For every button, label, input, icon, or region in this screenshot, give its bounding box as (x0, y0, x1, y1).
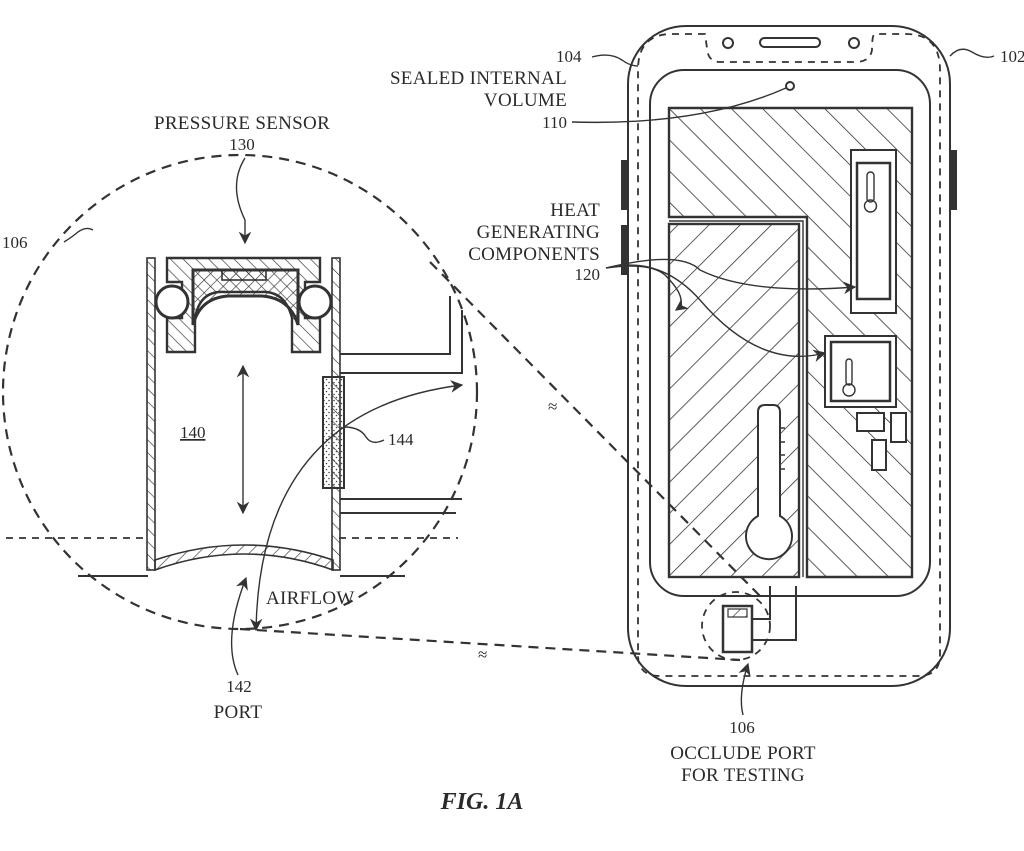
ref-110: 110 (542, 113, 567, 132)
small-chip (890, 412, 907, 443)
speaker-grille (759, 37, 821, 48)
occlude-label: FOR TESTING (681, 765, 805, 786)
break-mark: ≈ (478, 645, 487, 664)
leader-120-a (605, 258, 857, 295)
detail-connector-upper (429, 261, 761, 597)
chamber-wall-left (146, 257, 156, 571)
leader-120-c (605, 264, 827, 362)
leader-130 (235, 157, 252, 245)
leader-120-b (605, 265, 689, 311)
detail-magnifier-circle (1, 153, 479, 631)
side-button-right (950, 150, 957, 210)
leader-106-detail (63, 227, 94, 243)
front-camera-icon (722, 37, 734, 49)
sealed-volume-point (785, 81, 795, 91)
leader-102 (949, 48, 995, 59)
pressure-sensor-label: PRESSURE SENSOR (154, 113, 330, 134)
side-channel (340, 296, 451, 355)
side-button-lower (621, 225, 628, 275)
leader-110 (571, 87, 787, 124)
phone-display (649, 69, 931, 597)
leader-106-bottom (738, 662, 751, 716)
small-chip (856, 412, 885, 432)
port-leader (230, 576, 248, 676)
large-thermometer-icon (745, 404, 793, 561)
phone-device (621, 25, 957, 687)
heat-label: GENERATING (477, 222, 600, 243)
ref-106-bottom: 106 (729, 718, 755, 737)
occlude-label: OCCLUDE PORT (670, 743, 816, 764)
sealed-volume-label: VOLUME (484, 90, 567, 111)
ref-102: 102 (1000, 47, 1024, 66)
airflow-arrow (249, 380, 464, 632)
bottom-port-sensor (727, 608, 748, 618)
ref-104: 104 (556, 47, 582, 66)
airflow-label: AIRFLOW (266, 588, 355, 609)
detail-connector-lower (239, 627, 741, 662)
heat-label: COMPONENTS (468, 244, 600, 265)
heat-component-square-inner (829, 340, 892, 403)
thermometer-icon (863, 171, 878, 213)
o-ring-left (154, 284, 190, 320)
vent-membrane-144 (322, 376, 345, 489)
dashed-boundary-104 (637, 33, 941, 677)
ref-120: 120 (575, 265, 601, 284)
small-chip (871, 439, 887, 471)
break-mark: ≈ (548, 397, 557, 416)
side-button-upper (621, 160, 628, 210)
ref-142: 142 (226, 677, 252, 696)
battery-gap-line (669, 220, 804, 577)
port-label: PORT (214, 702, 263, 723)
ambient-sensor-icon (848, 37, 860, 49)
detail-view: ≈ ≈ (1, 153, 761, 676)
ref-106-detail: 106 (2, 233, 28, 252)
ref-130: 130 (229, 135, 255, 154)
ref-144: 144 (388, 430, 414, 449)
heat-label: HEAT (550, 200, 600, 221)
phone-housing (627, 25, 951, 687)
figure-caption: FIG. 1A (440, 789, 524, 815)
o-ring-right (297, 284, 333, 320)
port-membrane (154, 544, 334, 572)
leader-144 (343, 426, 385, 444)
thermometer-icon (842, 358, 856, 397)
ref-140: 140 (180, 423, 206, 442)
sealed-volume-label: SEALED INTERNAL (390, 68, 567, 89)
pressure-sensor-die (221, 269, 267, 281)
pressure-sensor-body (191, 268, 300, 326)
side-channel (340, 310, 463, 374)
leader-104 (591, 54, 639, 67)
